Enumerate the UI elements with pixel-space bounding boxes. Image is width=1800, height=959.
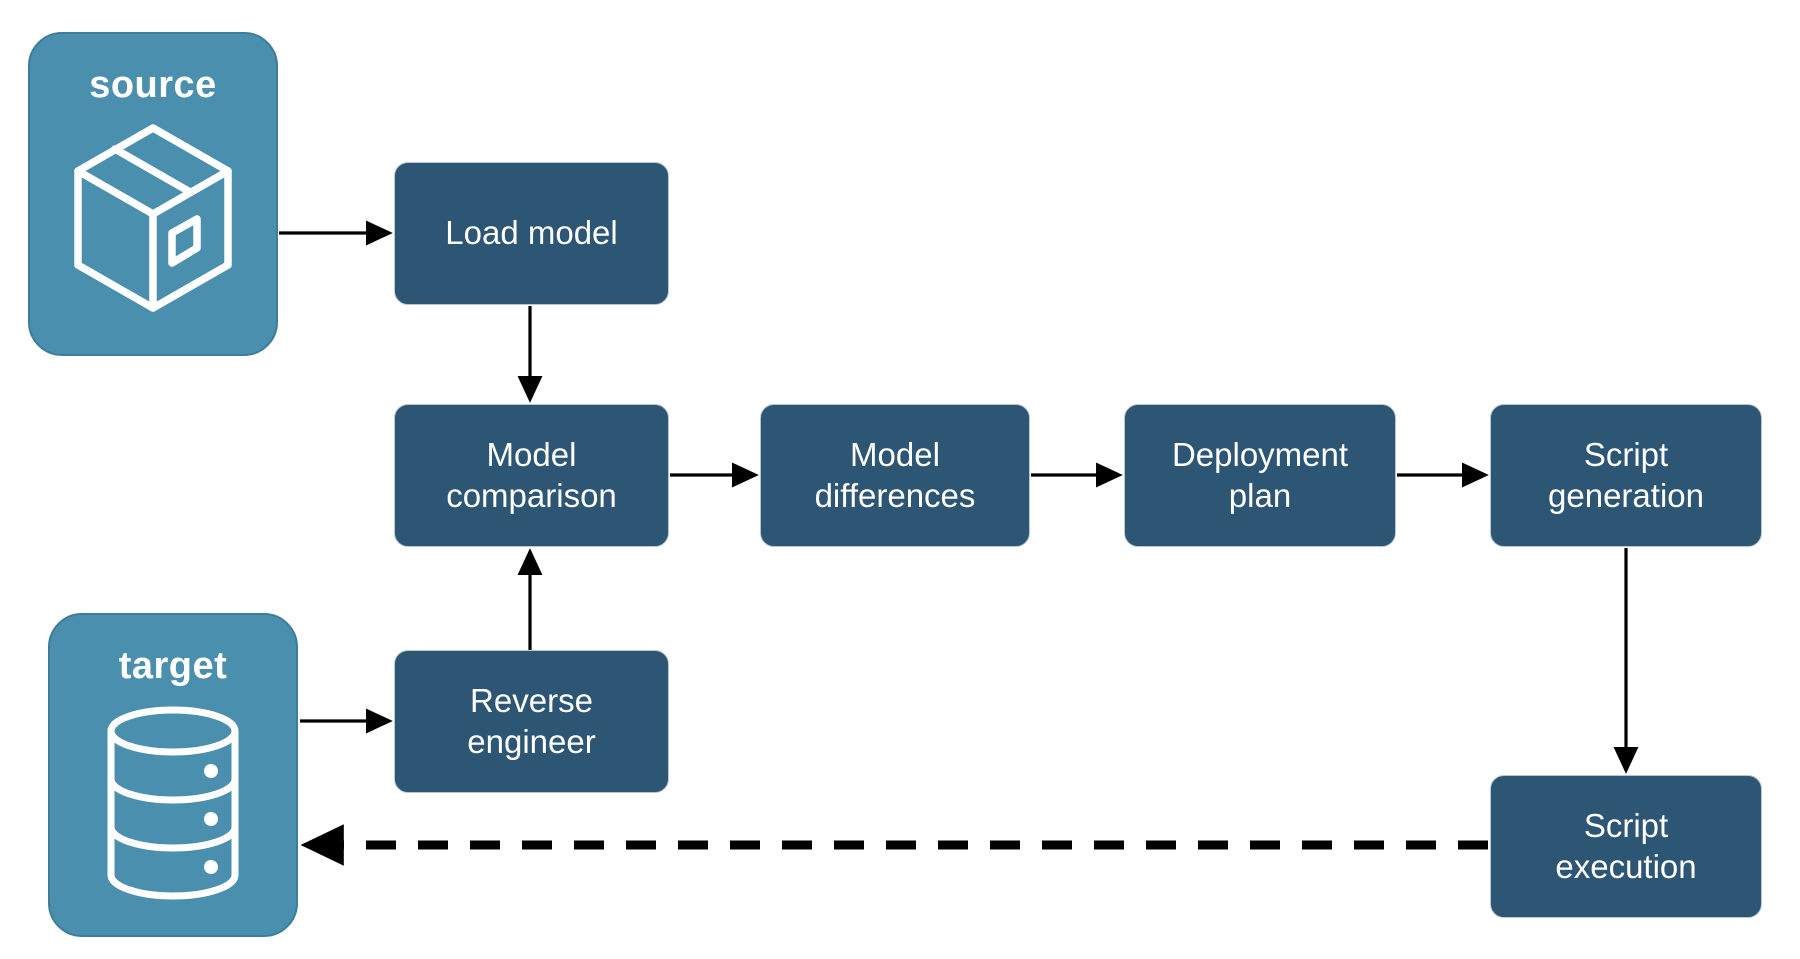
endpoint-target-label: target — [118, 645, 228, 687]
process-script-execution-line-2: execution — [1555, 847, 1697, 885]
process-script-generation-line-2: generation — [1548, 476, 1704, 514]
process-load-model[interactable]: Load model — [394, 162, 669, 305]
process-model-differences-line-2: differences — [814, 476, 976, 514]
endpoint-source[interactable]: source — [28, 32, 278, 356]
process-reverse-engineer[interactable]: Reverse engineer — [394, 650, 669, 793]
process-deployment-plan-line-1: Deployment — [1171, 436, 1349, 474]
process-reverse-engineer-line-2: engineer — [467, 722, 596, 760]
process-script-generation-line-1: Script — [1583, 436, 1669, 474]
process-model-comparison-line-1: Model — [486, 436, 577, 474]
process-deployment-plan-line-2: plan — [1228, 476, 1292, 514]
process-model-comparison-line-2: comparison — [446, 476, 617, 514]
process-script-execution[interactable]: Script execution — [1490, 775, 1762, 918]
process-model-differences-line-1: Model — [850, 436, 940, 474]
process-script-generation[interactable]: Script generation — [1490, 404, 1762, 547]
database-cylinder-icon — [93, 703, 253, 908]
process-script-execution-line-1: Script — [1583, 807, 1669, 845]
endpoint-source-label: source — [89, 64, 217, 106]
process-deployment-plan[interactable]: Deployment plan — [1124, 404, 1396, 547]
endpoint-target[interactable]: target — [48, 613, 298, 937]
package-box-icon — [58, 118, 248, 323]
process-model-differences[interactable]: Model differences — [760, 404, 1030, 547]
process-model-comparison[interactable]: Model comparison — [394, 404, 669, 547]
process-load-model-line-1: Load model — [445, 214, 618, 252]
process-reverse-engineer-line-1: Reverse — [470, 682, 593, 720]
